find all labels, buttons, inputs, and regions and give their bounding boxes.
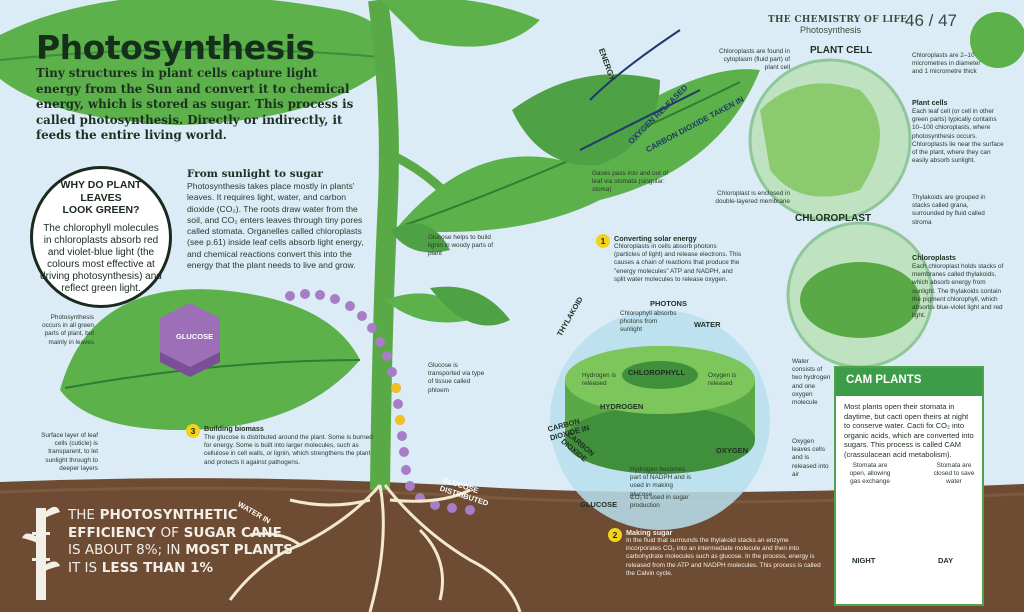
why-green-text: The chlorophyll molecules in chloroplast… <box>40 222 162 294</box>
label-oxygen: OXYGEN <box>716 446 749 455</box>
step-3-number: 3 <box>186 424 200 438</box>
label-lignin: Glucose helps to build lignin in woody p… <box>428 234 494 258</box>
why-green-box: WHY DO PLANT LEAVES LOOK GREEN? The chlo… <box>30 166 172 308</box>
label-chlorophyll-absorbs: Chlorophyll absorbs photons from sunligh… <box>620 310 677 334</box>
glucose-hexagon <box>160 303 220 367</box>
label-photosynthesis-occurs: Photosynthesis occurs in all green parts… <box>42 314 94 346</box>
stomata-leaf <box>512 74 660 166</box>
note-chloroplasts-title: Chloroplasts <box>912 253 956 262</box>
label-co2-sugar: CO₂ is used in sugar production <box>630 494 689 510</box>
label-water: WATER <box>694 320 721 329</box>
label-oxygen-is-released: Oxygen is released <box>708 372 737 388</box>
label-chlorophyll: CHLOROPHYLL <box>628 368 686 377</box>
label-chloroplast: CHLOROPLAST <box>795 213 872 224</box>
step-1-text: Chloroplasts in cells absorb photons (pa… <box>614 243 742 283</box>
top-leaf <box>0 0 395 125</box>
note-cells-title: Plant cells <box>912 98 948 107</box>
label-night: NIGHT <box>852 556 876 565</box>
label-day: DAY <box>938 556 954 565</box>
subsection-label: Photosynthesis <box>800 25 862 35</box>
sunlight-text: Photosynthesis takes place mostly in pla… <box>187 181 364 271</box>
note-size: Chloroplasts are 2–10 micrometres in dia… <box>912 52 981 76</box>
sugarcane-icon <box>22 506 60 600</box>
header-icon <box>970 12 1024 68</box>
step-2-title: Making sugar <box>626 528 673 537</box>
label-chloroplasts-found: Chloroplasts are found in cytoplasm (flu… <box>718 48 790 72</box>
label-hydrogen-released: Hydrogen is released <box>582 372 617 388</box>
why-green-heading: WHY DO PLANT LEAVES LOOK GREEN? <box>60 179 142 216</box>
step-3-text: The glucose is distributed around the pl… <box>204 434 373 466</box>
cam-plants-box: CAM PLANTS Most plants open their stomat… <box>834 366 984 606</box>
label-stomata-closed: Stomata are closed to save water <box>933 462 975 486</box>
stem <box>368 0 399 491</box>
section-label: THE CHEMISTRY OF LIFE <box>768 15 908 25</box>
step-2-text: In the fluid that surrounds the thylakoi… <box>626 537 821 577</box>
note-thylakoids: Thylakoids are grouped in stacks called … <box>912 194 986 226</box>
label-stomata: Gases pass into and out of leaf via stom… <box>592 170 669 194</box>
note-cells: Each leaf cell (or cell in other green p… <box>912 108 1004 165</box>
page-title: Photosynthesis <box>36 28 315 67</box>
step-2-number: 2 <box>608 528 622 542</box>
label-cuticle: Surface layer of leaf cells (cuticle) is… <box>41 432 98 472</box>
label-water-consists: Water consists of two hydrogen and one o… <box>792 358 831 407</box>
cam-text: Most plants open their stomata in daytim… <box>844 402 974 459</box>
label-plant-cell: PLANT CELL <box>810 45 873 56</box>
sunlight-heading: From sunlight to sugar <box>187 168 323 180</box>
roots <box>228 484 522 612</box>
label-photons: PHOTONS <box>650 299 687 308</box>
label-phloem: Glucose is transported via type of tissu… <box>428 362 485 394</box>
page-numbers: 46 / 47 <box>905 11 957 30</box>
label-oxygen-leaves: Oxygen leaves cells and is released into… <box>792 438 829 478</box>
intro-text: Tiny structures in plant cells capture l… <box>36 66 354 142</box>
step-3-title: Building biomass <box>204 424 264 433</box>
label-hydrogen: HYDROGEN <box>600 402 644 411</box>
label-glucose: GLUCOSE <box>176 332 214 341</box>
label-hydrogen-becomes: Hydrogen becomes part of NADPH and is us… <box>630 466 692 498</box>
step-1-title: Converting solar energy <box>614 234 697 243</box>
label-chloroplast-enclosed: Chloroplast is enclosed in double-layere… <box>715 190 790 206</box>
label-stomata-open: Stomata are open, allowing gas exchange <box>849 462 891 486</box>
cam-title: CAM PLANTS <box>836 368 982 396</box>
label-glucose-small: GLUCOSE <box>580 500 618 509</box>
soil <box>0 478 1024 612</box>
efficiency-callout: THE PHOTOSYNTHETIC EFFICIENCY OF SUGAR C… <box>68 507 293 576</box>
note-chloroplasts: Each chloroplast holds stacks of membran… <box>912 263 1004 320</box>
step-1-number: 1 <box>596 234 610 248</box>
